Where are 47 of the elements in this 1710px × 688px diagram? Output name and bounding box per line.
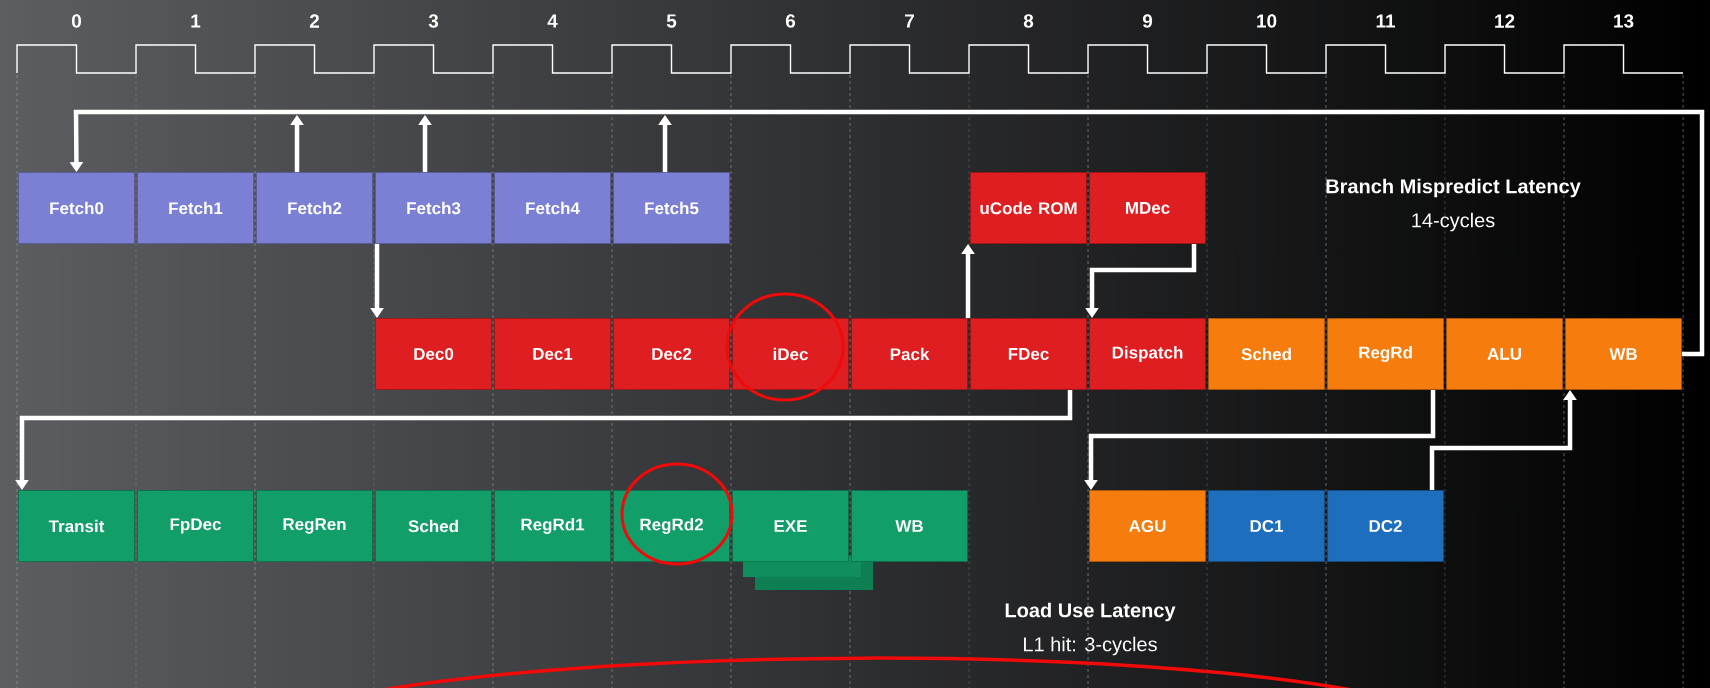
stage-box: iDec (732, 318, 849, 390)
stage-box: Fetch2 (256, 172, 373, 244)
stage-box: Sched (1208, 318, 1325, 390)
cycle-number: 4 (547, 14, 558, 28)
stage-box: RegRd1 (494, 490, 611, 562)
stage-box: Fetch1 (137, 172, 254, 244)
stage-box: RegRd2 (613, 490, 730, 562)
stage-box: Dec0 (375, 318, 492, 390)
stage-box: Fetch4 (494, 172, 611, 244)
stage-box: MDec (1089, 172, 1206, 244)
stage-box: Fetch3 (375, 172, 492, 244)
cycle-number: 6 (785, 14, 796, 28)
stage-box: Sched (375, 490, 492, 562)
cycle-number: 7 (905, 14, 914, 28)
stage-box: Pack (851, 318, 968, 390)
stage-box: DC2 (1327, 490, 1444, 562)
cycle-number: 9 (1142, 14, 1153, 28)
stage-box: RegRd (1327, 318, 1444, 390)
stage-box: Fetch0 (18, 172, 135, 244)
stage-box: WB (851, 490, 968, 562)
stage-box: Dispatch (1089, 318, 1206, 390)
cycle-number: 2 (309, 14, 319, 28)
cycle-number: 1 (191, 14, 201, 28)
cycle-number: 8 (1023, 14, 1034, 28)
stage-box: AGU (1089, 490, 1206, 562)
cycle-number: 11 (1376, 14, 1396, 28)
stage-box: DC1 (1208, 490, 1325, 562)
latency-heading: Load Use Latency (1005, 602, 1176, 622)
stage-box: FpDec (137, 490, 254, 562)
stage-box: WB (1565, 318, 1682, 390)
cycle-number: 5 (666, 14, 677, 28)
cycle-number: 13 (1614, 14, 1634, 28)
stage-box: ALU (1446, 318, 1563, 390)
stage-box: RegRen (256, 490, 373, 562)
stage-box: FDec (970, 318, 1087, 390)
cycle-number: 12 (1495, 14, 1515, 28)
cycle-number: 0 (71, 14, 81, 28)
stage-box: Fetch5 (613, 172, 730, 244)
stage-box: Dec2 (613, 318, 730, 390)
stage-box: Transit (18, 490, 135, 562)
cycle-number: 3 (428, 14, 439, 28)
latency-heading: Branch Mispredict Latency (1326, 178, 1581, 198)
stage-box: Dec1 (494, 318, 611, 390)
latency-note: L1 hit: 3-cycles (1024, 636, 1157, 656)
cycle-number: 10 (1257, 14, 1277, 28)
stage-box: uCode ROM (970, 172, 1087, 244)
latency-note: 14-cycles (1412, 212, 1495, 232)
